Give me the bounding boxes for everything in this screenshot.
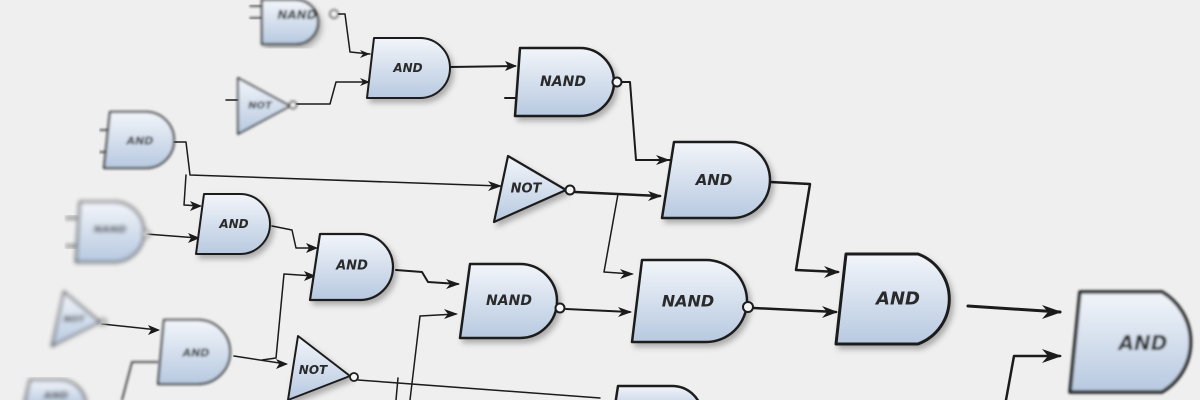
not-gate: NOT [492, 154, 576, 224]
gate-label: NAND [277, 8, 316, 22]
not-gate: NOT [51, 291, 107, 347]
not-gate: NOT [237, 77, 298, 135]
gate-label: NOT [248, 101, 273, 112]
gate-label: AND [874, 289, 920, 310]
gate-label: NOT [63, 315, 85, 325]
gate-label: AND [43, 391, 68, 400]
wires [15, 5, 1062, 400]
gate-label: NAND [662, 292, 714, 311]
gate-partial [614, 384, 700, 400]
gate-label: AND [1117, 331, 1168, 355]
gate-label: AND [695, 171, 733, 189]
gates: NAND AND NOT NAND AND NOT [24, 0, 1193, 400]
and-gate: AND [157, 319, 231, 385]
gate-label: AND [126, 135, 154, 148]
nand-gate: NAND [458, 262, 566, 340]
and-gate: AND [308, 232, 395, 302]
and-gate: AND [195, 193, 271, 255]
gate-label: NAND [94, 225, 127, 236]
nand-gate: NAND [513, 46, 623, 118]
gate-label: AND [182, 347, 210, 360]
gate-label: AND [392, 61, 422, 75]
gate-label: NAND [540, 74, 586, 90]
and-gate: AND [834, 252, 951, 346]
gate-label: NOT [511, 182, 543, 197]
and-gate: AND [24, 379, 87, 400]
nand-gate: NAND [75, 201, 151, 263]
gate-label: AND [218, 217, 248, 231]
and-gate: AND [366, 37, 451, 99]
gate-label: AND [335, 259, 368, 274]
gate-label: NAND [486, 293, 532, 309]
nand-gate: NAND [261, 0, 339, 45]
not-gate: NOT [287, 335, 359, 400]
and-gate: AND [1068, 290, 1193, 394]
and-gate: AND [660, 140, 772, 220]
nand-gate: NAND [630, 258, 754, 344]
and-gate: AND [103, 111, 175, 169]
gate-label: NOT [299, 363, 328, 377]
